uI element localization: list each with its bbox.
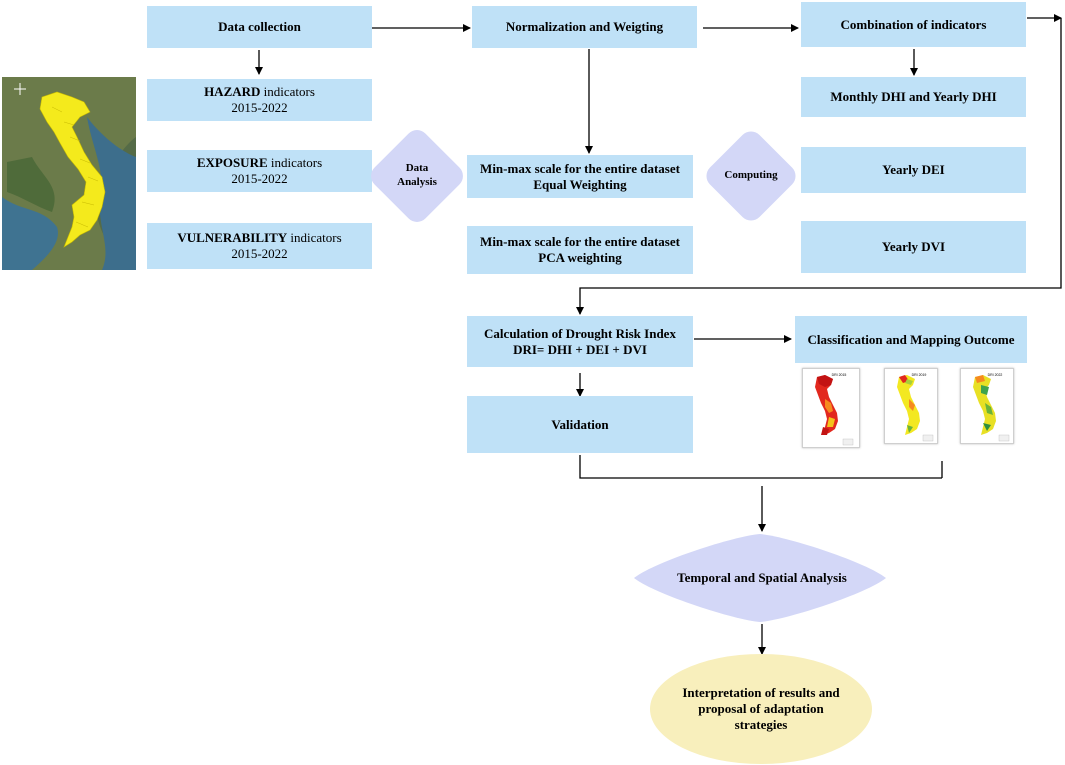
hazard-suffix: indicators <box>260 84 315 100</box>
interpretation-line3: strategies <box>734 717 788 733</box>
validation-box: Validation <box>467 396 693 453</box>
dri-map-2: DRI 2019 <box>897 373 934 442</box>
hazard-indicators-box: HAZARD indicators 2015-2022 <box>147 79 372 121</box>
interpretation-oval: Interpretation of results and proposal o… <box>650 654 872 764</box>
minmax-equal-box: Min-max scale for the entire dataset Equ… <box>467 155 693 198</box>
dri-calculation-box: Calculation of Drought Risk Index DRI= D… <box>467 316 693 367</box>
vulnerability-suffix: indicators <box>287 230 342 246</box>
dri-map-3-title: DRI 2022 <box>988 373 1003 377</box>
minmax-pca-line2: PCA weighting <box>538 250 622 265</box>
dri-map-3: DRI 2022 <box>973 373 1010 442</box>
vietnam-satellite-map <box>2 77 136 270</box>
data-analysis-line1: Data <box>405 162 429 175</box>
exposure-indicators-box: EXPOSURE indicators 2015-2022 <box>147 150 372 192</box>
hazard-years: 2015-2022 <box>231 100 288 115</box>
normalization-weighting-box: Normalization and Weigting <box>472 6 697 48</box>
minmax-pca-box: Min-max scale for the entire dataset PCA… <box>467 226 693 274</box>
dri-map-thumbnail-2: DRI 2019 <box>884 368 938 444</box>
vulnerability-label: VULNERABILITY <box>177 230 288 246</box>
temporal-spatial-shape <box>634 534 886 622</box>
dei-box: Yearly DEI <box>801 147 1026 193</box>
vietnam-highlight-shape <box>39 91 106 248</box>
data-collection-box: Data collection <box>147 6 372 48</box>
dri-line2: DRI= DHI + DEI + DVI <box>513 341 647 357</box>
interpretation-line1: Interpretation of results and <box>682 684 840 700</box>
dri-map-1: DRI 2015 <box>815 373 854 446</box>
dri-map-thumbnail-1: DRI 2015 <box>802 368 860 448</box>
exposure-years: 2015-2022 <box>231 171 288 186</box>
vulnerability-years: 2015-2022 <box>231 246 288 261</box>
data-analysis-label: Data Analysis <box>378 155 456 197</box>
combination-indicators-box: Combination of indicators <box>801 2 1026 47</box>
hazard-label: HAZARD <box>204 84 261 100</box>
minmax-equal-line1: Min-max scale for the entire dataset <box>480 160 680 176</box>
dri-map-thumbnail-3: DRI 2022 <box>960 368 1014 444</box>
dri-map-1-title: DRI 2015 <box>832 373 847 377</box>
classification-mapping-box: Classification and Mapping Outcome <box>795 316 1027 363</box>
compass-icon <box>14 83 26 95</box>
computing-label: Computing <box>724 169 778 182</box>
data-analysis-line2: Analysis <box>397 176 437 188</box>
interpretation-line2: proposal of adaptation <box>698 700 824 716</box>
dhi-box: Monthly DHI and Yearly DHI <box>801 77 1026 117</box>
satellite-image <box>2 77 136 270</box>
exposure-label: EXPOSURE <box>196 155 268 171</box>
exposure-suffix: indicators <box>267 155 323 171</box>
dri-line1: Calculation of Drought Risk Index <box>484 325 676 341</box>
minmax-pca-line1: Min-max scale for the entire dataset <box>480 234 680 250</box>
vulnerability-indicators-box: VULNERABILITY indicators 2015-2022 <box>147 223 372 269</box>
minmax-equal-line2: Equal Weighting <box>533 176 627 192</box>
dvi-box: Yearly DVI <box>801 221 1026 273</box>
temporal-spatial-label: Temporal and Spatial Analysis <box>677 569 847 585</box>
dri-map-2-title: DRI 2019 <box>912 373 927 377</box>
